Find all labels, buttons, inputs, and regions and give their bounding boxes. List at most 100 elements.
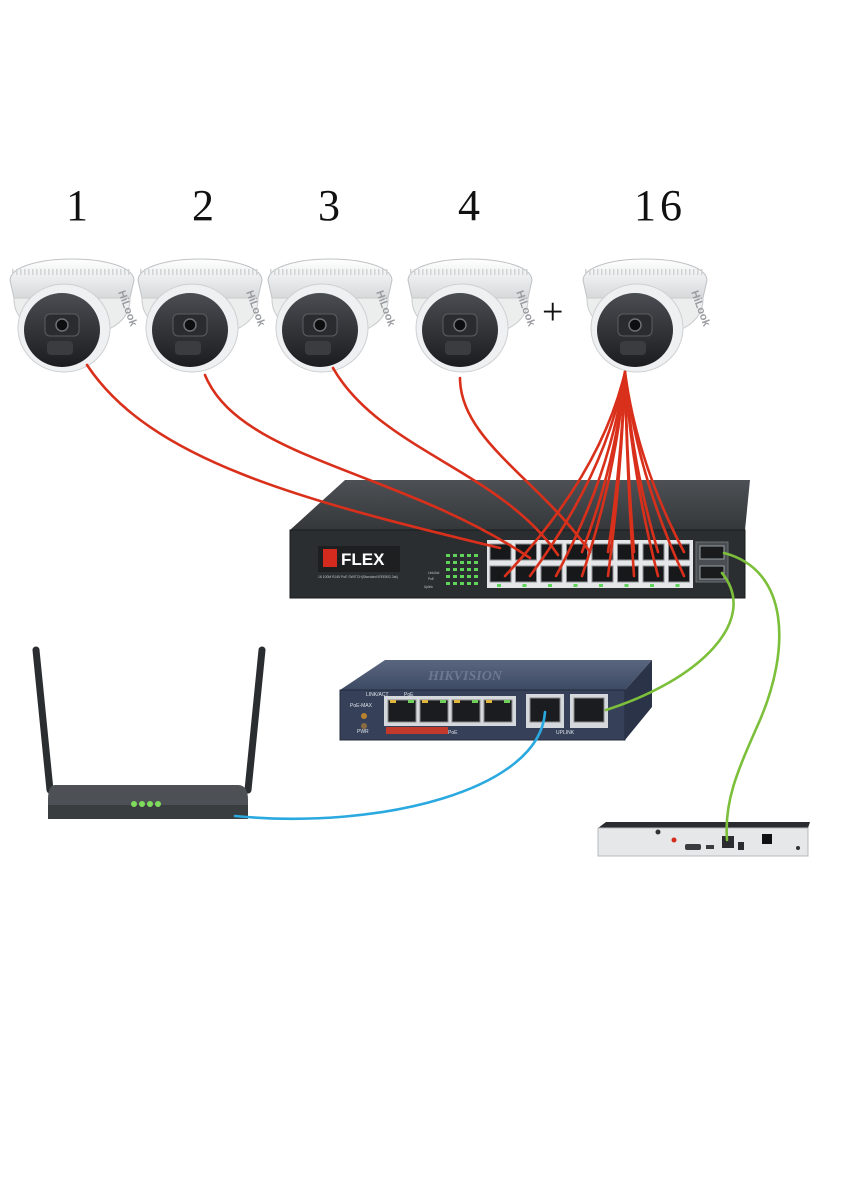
rj45-port [387,699,417,723]
port-led-icon [548,584,552,587]
status-led-icon [467,582,471,585]
router-cable [233,710,547,821]
rj45-port [642,565,665,583]
dome-camera-icon [583,259,707,372]
dome-camera-icon [408,259,532,372]
router-led-icon [139,801,145,807]
camera-number-3: 3 [318,181,340,230]
status-led-icon [460,568,464,571]
port-led-icon [650,584,654,587]
plus-sign: + [542,291,564,333]
port-led-icon [497,584,501,587]
led-label: Link/Act [428,571,439,575]
port-led-icon [408,700,414,703]
flex-logo-icon [323,549,337,567]
label-poe: PoE [404,692,414,698]
led-label: PoE [428,577,434,581]
poe-band [386,727,448,734]
status-led-icon [467,575,471,578]
router-antenna-icon [244,646,266,794]
camera-number-2: 2 [192,181,214,230]
status-led-icon [453,575,457,578]
status-led-icon [453,554,457,557]
status-led-icon [453,561,457,564]
status-led-icon [474,561,478,564]
dome-camera-icon [10,259,134,372]
status-led-icon [474,568,478,571]
audio-port-icon [671,837,677,843]
rj45-port [566,565,588,583]
cable-layer [85,363,781,842]
nvr-screw-icon [655,829,661,835]
hikvision-switch: HIKVISION LINK/ACT PoE PoE-MAX PWR PoE U… [339,660,652,741]
rj45-port [617,565,639,583]
rj45-port [515,565,537,583]
usb-port-icon [738,842,744,850]
uplink-port [573,697,605,723]
label-pwr: PWR [357,729,369,735]
hikvision-port-block [384,694,608,728]
port-led-icon [573,584,578,587]
switch-brand: FLEX [341,550,385,569]
status-led-icon [474,575,478,578]
router-led-icon [131,801,137,807]
router-led-icon [155,801,161,807]
uplink-port-1 [699,545,725,560]
led-label: Uplink [424,585,433,589]
poe-cable [203,373,532,560]
uplink-cable [604,571,735,712]
switch-subtitle: 16 100M RJ45 PoE SWITCH(Standard IEEE802… [318,575,398,579]
nvr-screw-icon [796,846,800,850]
uplink-cable [722,551,781,842]
label-uplink: UPLINK [556,730,575,736]
hdmi-port-icon [706,845,714,849]
dome-camera-icon [138,259,262,372]
port-led-icon [675,584,680,587]
poe-max-led-icon [361,713,367,719]
poe-cable [623,370,636,578]
port-led-icon [472,700,478,703]
wifi-router [32,646,266,819]
nvr-lan-port [722,836,734,848]
status-led-icon [467,554,471,557]
camera-number-4: 4 [458,181,480,230]
poe-cable [623,370,686,578]
port-led-icon [599,584,603,587]
rj45-port [451,699,481,723]
status-led-icon [467,561,471,564]
status-led-icon [460,582,464,585]
port-led-icon [624,584,629,587]
port-led-icon [486,700,492,703]
rj45-port [668,565,690,583]
rj45-port [483,699,513,723]
status-led-icon [446,568,450,571]
port-led-icon [522,584,527,587]
label-link-act: LINK/ACT [366,692,389,698]
rj45-port [419,699,449,723]
camera-number-1: 1 [66,181,88,230]
poe-cable [331,366,560,557]
label-poe-max: PoE-MAX [350,703,373,709]
nvr-recorder [597,822,810,857]
poe-cable [85,363,502,550]
status-led-icon [474,554,478,557]
port-led-icon [422,700,428,703]
status-led-icon [446,582,450,585]
poe-switch-16-port: FLEX 16 100M RJ45 PoE SWITCH(Standard IE… [289,480,750,599]
power-socket-icon [762,834,772,844]
router-led-icon [147,801,153,807]
led-grid [446,554,478,585]
rj45-port [489,565,512,583]
switch-brand-logo: HIKVISION [427,669,503,684]
port-led-icon [454,700,460,703]
poe-cable [503,370,627,578]
poe-cable [458,376,592,554]
poe-cable [580,370,627,578]
label-poe-bottom: PoE [448,730,458,736]
port-led-icon [440,700,446,703]
status-led-icon [446,561,450,564]
poe-cable [623,370,660,578]
status-led-icon [474,582,478,585]
rj45-port [540,565,563,583]
